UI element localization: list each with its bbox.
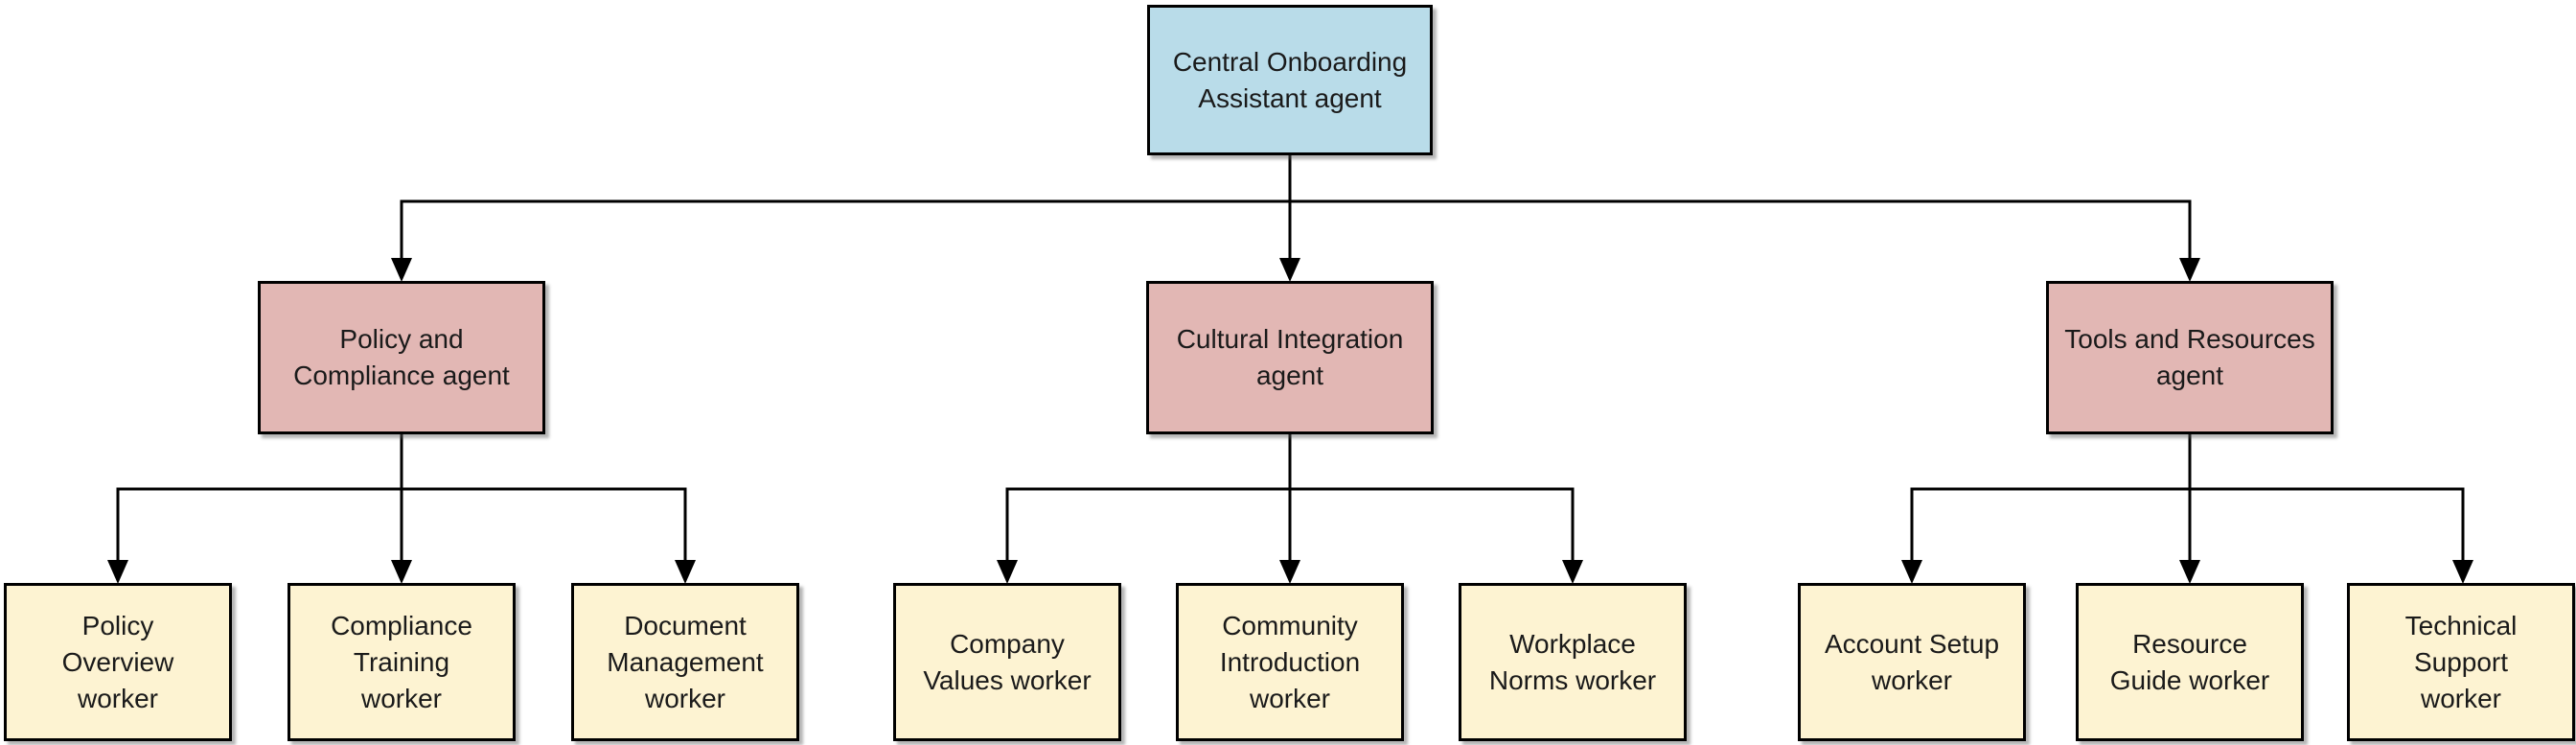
node-policy-and-compliance-agent: Policy and Compliance agent — [258, 281, 545, 434]
arrowhead — [107, 560, 128, 584]
arrowhead — [1562, 560, 1583, 584]
arrowhead — [391, 560, 412, 584]
node-policy-overview-worker: Policy Overview worker — [4, 583, 232, 741]
node-label: Cultural Integration agent — [1176, 324, 1404, 390]
edge-policy-compliance-to-workers — [107, 434, 696, 584]
node-tools-and-resources-agent: Tools and Resources agent — [2046, 281, 2334, 434]
arrowhead — [391, 258, 412, 282]
arrowhead — [2179, 560, 2200, 584]
edge-cultural-integration-to-workers — [997, 434, 1583, 584]
node-company-values-worker: Company Values worker — [893, 583, 1121, 741]
node-document-management-worker: Document Management worker — [571, 583, 799, 741]
node-label: Company Values worker — [923, 628, 1092, 695]
node-label: Document Management worker — [607, 610, 764, 713]
node-label: Central Onboarding Assistant agent — [1172, 46, 1408, 113]
node-central-onboarding-assistant-agent: Central Onboarding Assistant agent — [1147, 5, 1433, 155]
node-cultural-integration-agent: Cultural Integration agent — [1146, 281, 1434, 434]
arrowhead — [1279, 258, 1300, 282]
node-label: Policy Overview worker — [61, 610, 174, 713]
node-compliance-training-worker: Compliance Training worker — [288, 583, 516, 741]
node-label: Tools and Resources agent — [2064, 324, 2315, 390]
edge-tools-resources-to-workers — [1901, 434, 2473, 584]
node-technical-support-worker: Technical Support worker — [2347, 583, 2575, 741]
arrowhead — [997, 560, 1018, 584]
arrowhead — [1901, 560, 1922, 584]
node-label: Technical Support worker — [2404, 610, 2518, 713]
node-workplace-norms-worker: Workplace Norms worker — [1459, 583, 1687, 741]
node-label: Resource Guide worker — [2109, 628, 2270, 695]
node-resource-guide-worker: Resource Guide worker — [2076, 583, 2304, 741]
node-label: Compliance Training worker — [331, 610, 472, 713]
node-community-introduction-worker: Community Introduction worker — [1176, 583, 1404, 741]
arrowhead — [2452, 560, 2473, 584]
node-label: Policy and Compliance agent — [293, 324, 510, 390]
arrowhead — [2179, 258, 2200, 282]
node-label: Workplace Norms worker — [1488, 628, 1657, 695]
arrowhead — [675, 560, 696, 584]
edge-root-to-agents — [391, 155, 2200, 282]
node-label: Community Introduction worker — [1219, 610, 1361, 713]
node-account-setup-worker: Account Setup worker — [1798, 583, 2026, 741]
arrowhead — [1279, 560, 1300, 584]
node-label: Account Setup worker — [1824, 628, 2000, 695]
